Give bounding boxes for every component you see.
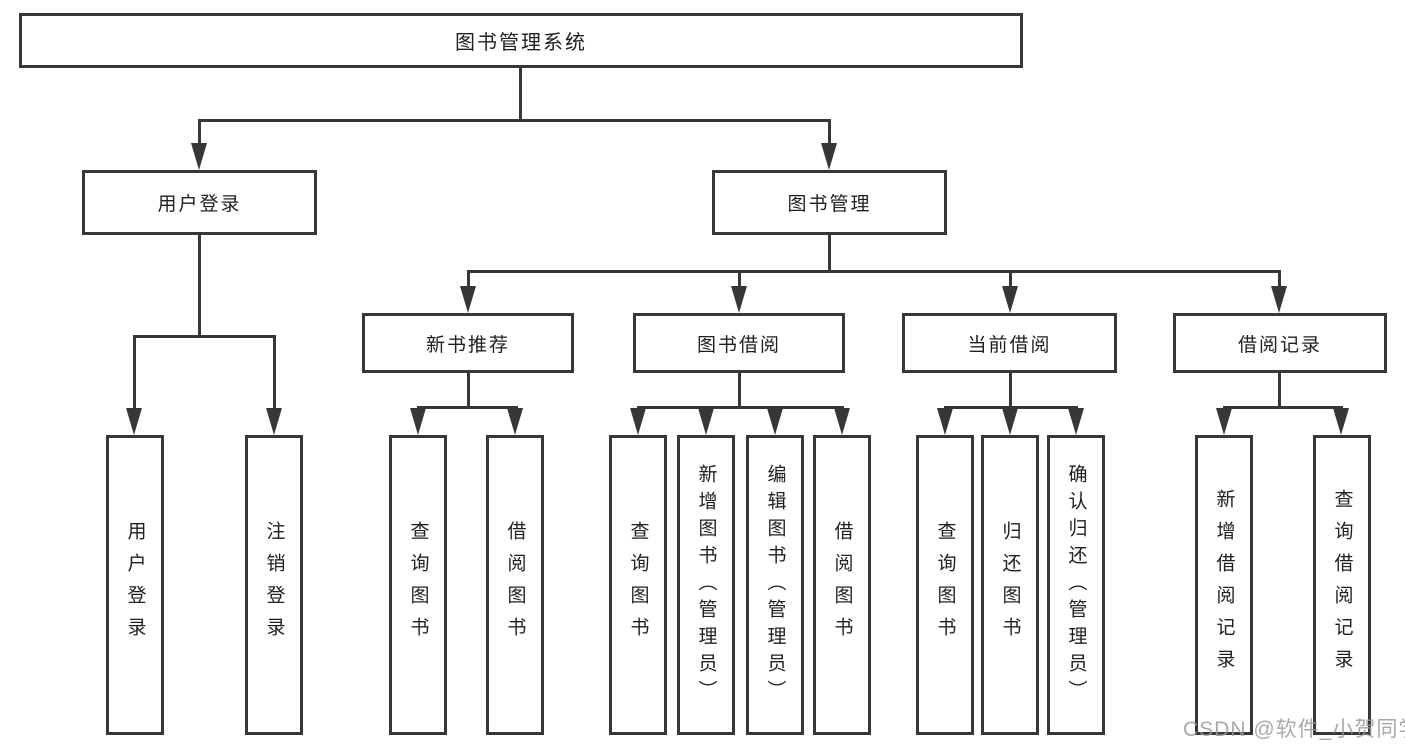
node-logout: 注销登录 xyxy=(245,435,303,735)
arrow-down-icon xyxy=(1216,408,1232,435)
node-label: 查询图书 xyxy=(934,521,956,649)
connector-line xyxy=(637,406,844,409)
connector-line xyxy=(198,119,830,122)
arrow-down-icon xyxy=(1002,286,1018,313)
node-label: 新增借阅记录 xyxy=(1213,489,1235,681)
node-label: 图书管理系统 xyxy=(455,32,587,54)
connector-line xyxy=(738,373,741,409)
node-label: 图书借阅 xyxy=(696,334,781,356)
arrow-down-icon xyxy=(1333,408,1349,435)
connector-line xyxy=(133,335,276,338)
connector-line xyxy=(828,235,831,273)
connector-line xyxy=(1278,373,1281,409)
arrow-down-icon xyxy=(410,408,426,435)
node-label: 编辑图书（管理员） xyxy=(764,463,786,707)
node-current-borrowing: 当前借阅 xyxy=(902,313,1117,373)
node-user-login: 用户登录 xyxy=(82,170,317,235)
node-label: 借阅图书 xyxy=(504,521,526,649)
connector-line xyxy=(1009,270,1012,300)
connector-line xyxy=(1278,270,1281,300)
node-confirm-return-admin: 确认归还（管理员） xyxy=(1047,435,1105,735)
arrow-down-icon xyxy=(767,408,783,435)
arrow-down-icon xyxy=(821,143,837,170)
node-borrow-books: 借阅图书 xyxy=(813,435,871,735)
csdn-watermark: CSDN @软件_小贺同学 xyxy=(1183,718,1405,741)
node-label: 注销登录 xyxy=(263,521,285,649)
connector-line xyxy=(1009,373,1012,409)
node-label: 新增图书（管理员） xyxy=(695,463,717,707)
arrow-down-icon xyxy=(1002,408,1018,435)
node-label: 用户登录 xyxy=(124,521,146,649)
node-borrowing-records: 借阅记录 xyxy=(1173,313,1387,373)
arrow-down-icon xyxy=(460,286,476,313)
arrow-down-icon xyxy=(266,408,282,435)
connector-line xyxy=(1223,406,1342,409)
connector-line xyxy=(133,335,136,425)
arrow-down-icon xyxy=(937,408,953,435)
arrow-down-icon xyxy=(126,408,142,435)
arrow-down-icon xyxy=(834,408,850,435)
node-book-management: 图书管理 xyxy=(712,170,947,235)
node-query-books-recommend: 查询图书 xyxy=(389,435,447,735)
arrow-down-icon xyxy=(507,408,523,435)
connector-line xyxy=(467,373,470,409)
node-new-book-recommend: 新书推荐 xyxy=(362,313,574,373)
node-label: 当前借阅 xyxy=(967,334,1052,356)
node-return-books: 归还图书 xyxy=(981,435,1039,735)
connector-line xyxy=(273,335,276,425)
connector-line xyxy=(198,119,201,159)
node-label: 用户登录 xyxy=(157,194,242,215)
connector-line xyxy=(519,68,522,122)
node-library-system: 图书管理系统 xyxy=(19,13,1023,68)
node-label: 图书管理 xyxy=(787,194,872,215)
connector-line xyxy=(417,406,518,409)
node-edit-books-admin: 编辑图书（管理员） xyxy=(746,435,804,735)
node-query-books-current: 查询图书 xyxy=(916,435,974,735)
node-add-books-admin: 新增图书（管理员） xyxy=(677,435,735,735)
node-label: 确认归还（管理员） xyxy=(1065,463,1087,707)
connector-line xyxy=(467,270,470,300)
arrow-down-icon xyxy=(731,286,747,313)
connector-line xyxy=(828,119,831,159)
connector-line xyxy=(738,270,741,300)
arrow-down-icon xyxy=(1068,408,1084,435)
node-book-borrowing: 图书借阅 xyxy=(633,313,845,373)
node-label: 查询图书 xyxy=(627,521,649,649)
node-label: 归还图书 xyxy=(999,521,1021,649)
node-label: 查询借阅记录 xyxy=(1331,489,1353,681)
node-borrow-books-recommend: 借阅图书 xyxy=(486,435,544,735)
node-query-books-borrowing: 查询图书 xyxy=(609,435,667,735)
arrow-down-icon xyxy=(1271,286,1287,313)
arrow-down-icon xyxy=(630,408,646,435)
node-label: 借阅记录 xyxy=(1237,334,1322,356)
connector-line xyxy=(467,270,1281,273)
node-label: 新书推荐 xyxy=(425,334,510,356)
node-query-borrow-record: 查询借阅记录 xyxy=(1313,435,1371,735)
arrow-down-icon xyxy=(698,408,714,435)
connector-line xyxy=(198,235,201,338)
node-label: 借阅图书 xyxy=(831,521,853,649)
arrow-down-icon xyxy=(191,143,207,170)
node-user-login-leaf: 用户登录 xyxy=(106,435,164,735)
node-add-borrow-record: 新增借阅记录 xyxy=(1195,435,1253,735)
node-label: 查询图书 xyxy=(407,521,429,649)
